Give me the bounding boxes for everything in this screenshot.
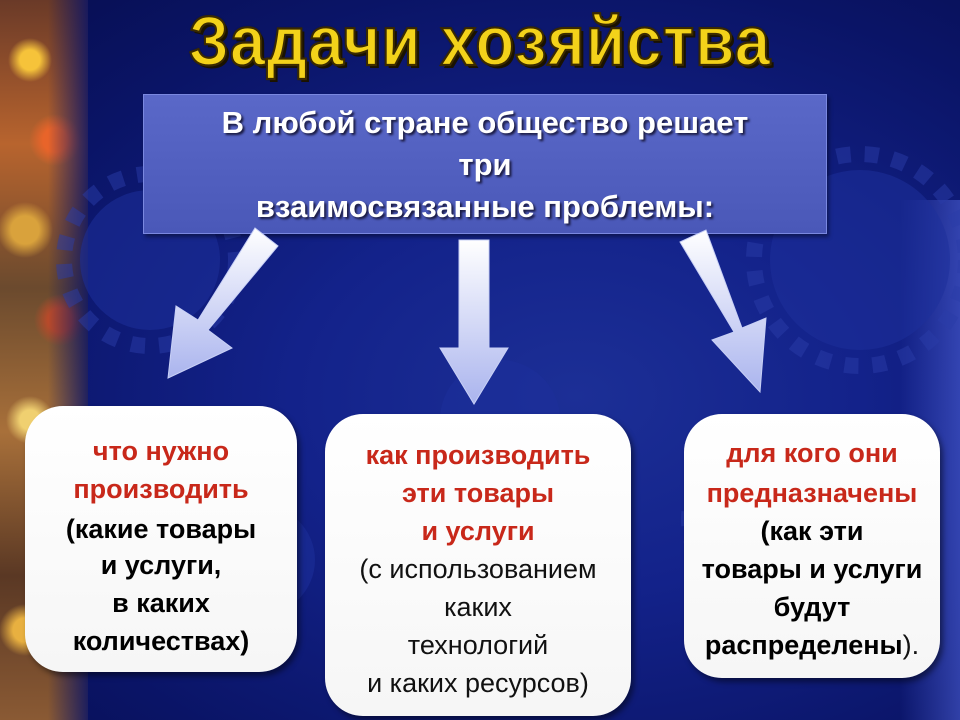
card-detail-line: (как эти <box>684 518 940 545</box>
arrow-down-left-icon <box>168 228 278 378</box>
card-heading-line: и услуги <box>325 518 631 545</box>
card-heading-line: что нужно <box>25 438 297 465</box>
card-detail-line: и услуги, <box>25 552 297 579</box>
card-detail-line: распределены). <box>684 632 940 659</box>
card-detail-line: каких <box>325 594 631 621</box>
card-detail-line: количествах) <box>25 628 297 655</box>
card-detail-line: и каких ресурсов) <box>325 670 631 697</box>
card-detail-line: (с использованием <box>325 556 631 583</box>
task-card-what: что нужно производить (какие товары и ус… <box>25 406 297 672</box>
card-detail-bold: распределены <box>705 630 903 660</box>
card-heading-line: эти товары <box>325 480 631 507</box>
card-heading-line: предназначены <box>684 480 940 507</box>
card-heading-line: производить <box>25 476 297 503</box>
card-heading-line: как производить <box>325 442 631 469</box>
card-detail-line: технологий <box>325 632 631 659</box>
card-detail-tail: ). <box>903 630 920 660</box>
card-detail-line: товары и услуги <box>684 556 940 583</box>
arrow-down-right-icon <box>680 230 766 392</box>
card-detail-line: в каких <box>25 590 297 617</box>
task-card-how: как производить эти товары и услуги (с и… <box>325 414 631 716</box>
card-detail-line: будут <box>684 594 940 621</box>
card-heading-line: для кого они <box>684 440 940 467</box>
task-card-for-whom: для кого они предназначены (как эти това… <box>684 414 940 678</box>
arrow-down-icon <box>440 240 508 404</box>
card-detail-line: (какие товары <box>25 516 297 543</box>
